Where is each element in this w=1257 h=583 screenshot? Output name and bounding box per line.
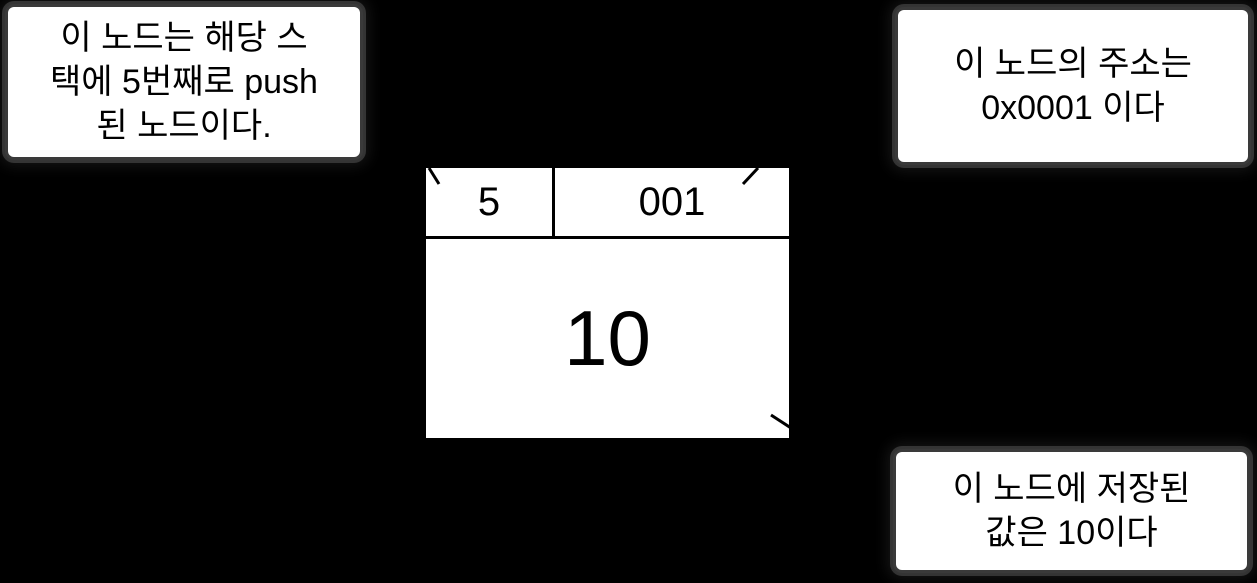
- stack-node: 5 001 10: [426, 168, 789, 438]
- callout-node-value: 이 노드에 저장된 값은 10이다: [896, 452, 1247, 570]
- node-address-cell: 001: [638, 179, 706, 224]
- callout-node-address: 이 노드의 주소는 0x0001 이다: [898, 10, 1248, 162]
- callout-push-order: 이 노드는 해당 스 택에 5번째로 push 된 노드이다.: [8, 7, 360, 157]
- stack-node-header: 5 001: [426, 168, 789, 239]
- callout-node-value-line-2: 값은 10이다: [985, 514, 1158, 552]
- callout-push-order-line-1: 이 노드는 해당 스: [60, 19, 308, 57]
- node-push-index-cell: 5: [426, 168, 555, 236]
- callout-node-value-line-1: 이 노드에 저장된: [952, 470, 1191, 508]
- node-value: 10: [564, 294, 651, 382]
- callout-node-address-line-2: 0x0001 이다: [981, 89, 1165, 127]
- callout-push-order-line-2: 택에 5번째로 push: [50, 63, 318, 101]
- callout-node-address-line-1: 이 노드의 주소는: [954, 45, 1192, 83]
- callout-push-order-line-3: 된 노드이다.: [96, 107, 272, 145]
